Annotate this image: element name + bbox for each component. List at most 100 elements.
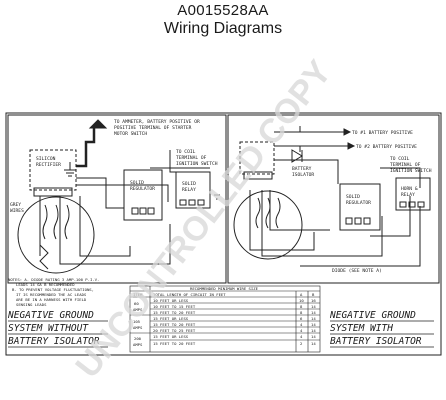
table-cell-a: 4 (300, 322, 303, 327)
right-coil-callout-line-1: TO COIL (390, 156, 410, 162)
table-cell-b: 14 (311, 304, 316, 309)
right-coil-callout-line-2: TERMINAL OF (390, 162, 421, 168)
table-cell-len: 15 FEET TO 20 FEET (153, 341, 196, 346)
right-regulator-box (339, 183, 381, 231)
table-col-b: B (312, 292, 315, 297)
table-col-item: ITEM (133, 292, 143, 297)
left-coil-callout-line-1: TO COIL (176, 149, 196, 155)
table-cell-len: 15 FEET TO 20 FEET (153, 322, 196, 327)
right-isolator-label-1: BATTERY (292, 166, 312, 172)
right-caption: NEGATIVE GROUND SYSTEM WITH BATTERY ISOL… (329, 310, 422, 347)
left-field-label-1: GREY (10, 202, 21, 208)
left-note-line-4: IT IS RECOMMENDED THE AC LEADS (16, 292, 87, 297)
table-group-105-amount: 105 (133, 319, 141, 324)
table-cell-b: 14 (311, 341, 316, 346)
table-cell-b: 14 (311, 322, 316, 327)
left-output-wire (76, 126, 96, 168)
left-diagram-labels: TO AMMETER, BATTERY POSITIVE OR POSITIVE… (10, 119, 218, 214)
table-cell-b: 14 (311, 334, 316, 339)
table-cell-len: 20 FEET TO 25 FEET (153, 328, 196, 333)
table-group-200-unit: AMPS (133, 342, 143, 347)
right-diagram-labels: TO #1 BATTERY POSITIVE TO #2 BATTERY POS… (292, 130, 432, 274)
table-cell-len: 10 FEET OR LESS (153, 298, 189, 303)
left-ammeter-callout-line-3: MOTOR SWITCH (114, 131, 147, 137)
right-isolator-wires (274, 126, 348, 152)
right-relay-label-1: HORN & (401, 186, 418, 192)
table-col-length: TOTAL LENGTH OF CIRCUIT IN FEET (153, 292, 226, 297)
left-regulator-label-1: SOLID (130, 180, 144, 186)
left-relay-label-1: SOLID (182, 181, 196, 187)
table-cell-len: 15 FEET OR LESS (153, 334, 189, 339)
right-caption-line-1: NEGATIVE GROUND (329, 310, 416, 321)
left-note-line-2: LEADS 14 GA B RECOMMENDED (16, 282, 75, 287)
left-caption-underlines (8, 320, 108, 348)
left-field-label-2: WIRES (10, 208, 24, 214)
left-relay-label-2: RELAY (182, 187, 196, 193)
right-diode-label: DIODE (SEE NOTE A) (332, 268, 382, 274)
left-notes: NOTES: A. DIODE RATING 3 AMP-100 P.I.V. … (8, 277, 99, 307)
left-alternator-stator (17, 196, 95, 274)
page-title: Wiring Diagrams (163, 20, 283, 37)
right-relay-box (395, 177, 431, 211)
left-diagram (17, 119, 220, 274)
table-cell-a: 4 (300, 328, 303, 333)
left-note-line-5: ARE BE IN A HARNESS WITH FIELD (16, 297, 87, 302)
table-cell-a: 2 (300, 341, 303, 346)
table-cell-b: 14 (311, 328, 316, 333)
right-alternator-windings (255, 197, 281, 229)
watermark: UNCONTROLLED COPY (68, 53, 339, 385)
left-caption-line-1: NEGATIVE GROUND (7, 310, 94, 321)
left-ground-symbol (64, 162, 76, 177)
table-group-200-amount: 200 (134, 336, 142, 341)
right-coil-callout-line-3: IGNITION SWITCH (390, 168, 432, 174)
right-caption-line-3: BATTERY ISOLATOR (330, 336, 422, 347)
table-cell-b: 14 (311, 310, 316, 315)
right-relay-label-2: RELAY (401, 192, 415, 198)
table-cell-b: 14 (311, 316, 316, 321)
table-group-60-amount: 60 (134, 301, 139, 306)
left-note-line-3: B. TO PREVENT VOLTAGE FLUCTUATIONS, (12, 287, 94, 292)
right-diagram (233, 126, 431, 267)
part-number: A0015528AA (177, 2, 269, 19)
left-field-coil (39, 244, 49, 270)
right-regulator-label-2: REGULATOR (346, 200, 371, 206)
right-rectifier-box (239, 141, 275, 175)
right-alternator-stator (233, 190, 303, 260)
wire-size-table-text: RECOMMENDED MINIMUM WIRE SIZE ITEM TOTAL… (133, 286, 316, 347)
right-isolator-label-2: ISOLATOR (292, 172, 314, 178)
left-rectifier-label-2: RECTIFIER (36, 162, 61, 168)
left-alternator-windings (42, 204, 70, 240)
left-regulator-box (123, 169, 163, 221)
table-cell-b: 16 (311, 298, 316, 303)
right-bat2-callout: TO #2 BATTERY POSITIVE (356, 144, 417, 150)
table-group-105-unit: AMPS (133, 325, 143, 330)
left-note-line-1: NOTES: A. DIODE RATING 3 AMP-100 P.I.V. (8, 277, 99, 282)
left-caption-line-3: BATTERY ISOLATOR (8, 336, 100, 347)
right-regulator-label-1: SOLID (346, 194, 360, 200)
table-cell-a: 8 (300, 304, 303, 309)
left-ammeter-callout-line-1: TO AMMETER, BATTERY POSITIVE OR (114, 119, 200, 125)
table-title: RECOMMENDED MINIMUM WIRE SIZE (190, 286, 259, 291)
table-cell-len: 10 FEET TO 15 FEET (153, 304, 196, 309)
table-cell-a: 8 (300, 310, 303, 315)
left-output-arrow (88, 119, 108, 129)
left-ammeter-callout-line-2: POSITIVE TERMINAL OF STARTER (114, 125, 192, 131)
right-bat1-arrow (343, 128, 352, 136)
right-bat2-arrow (347, 142, 356, 150)
left-regulator-label-2: REGULATOR (130, 186, 155, 192)
table-cell-len: 15 FEET TO 20 FEET (153, 310, 196, 315)
right-caption-underlines (330, 320, 434, 348)
left-coil-callout-line-3: IGNITION SWITCH (176, 161, 218, 167)
right-wire-harness (249, 159, 421, 257)
wire-size-table (129, 285, 321, 353)
table-cell-a: 10 (299, 298, 304, 303)
table-col-a: A (300, 292, 303, 297)
table-cell-len: 15 FEET OR LESS (153, 316, 189, 321)
right-caption-line-2: SYSTEM WITH (330, 323, 393, 334)
right-diode-strip (243, 171, 273, 180)
left-rectifier-label-1: SILICON (36, 156, 56, 162)
right-bat1-callout: TO #1 BATTERY POSITIVE (352, 130, 413, 136)
left-wire-harness (39, 167, 210, 265)
diagram-frame (5, 112, 442, 356)
